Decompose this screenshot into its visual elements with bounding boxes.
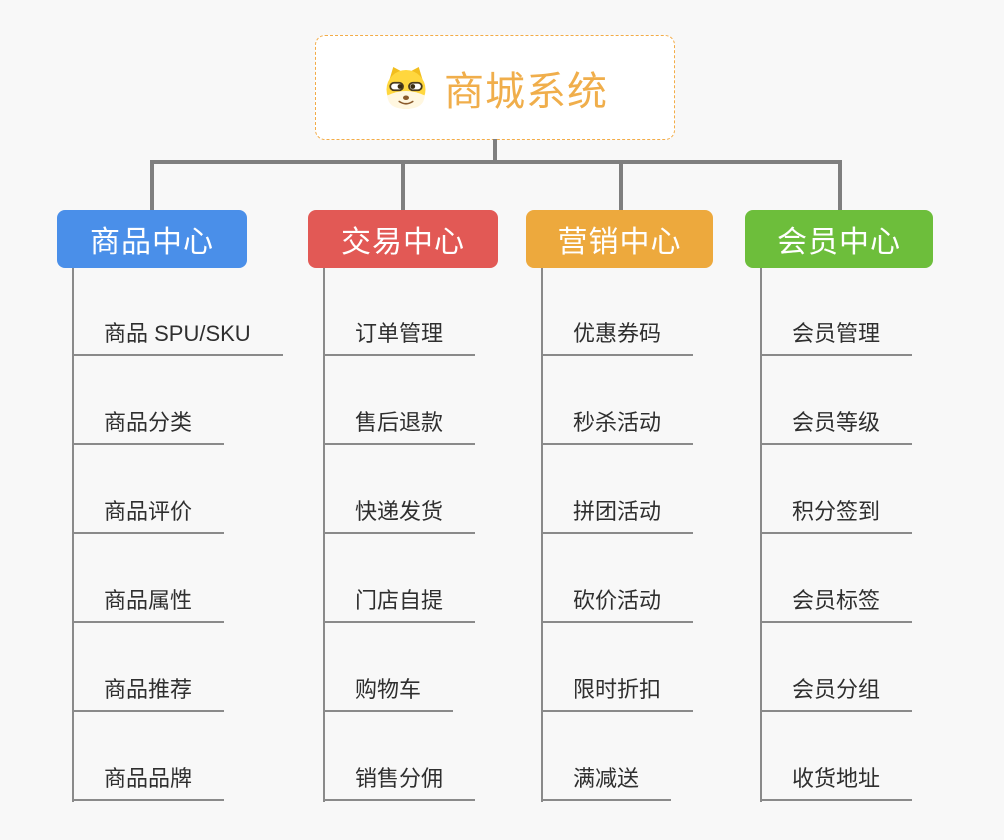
child-node-product-brand[interactable]: 商品品牌 [72, 764, 225, 801]
branch-node-trade-center[interactable]: 交易中心 [308, 210, 498, 268]
child-node-shipping-address[interactable]: 收货地址 [760, 764, 913, 801]
child-node-member-tag[interactable]: 会员标签 [760, 586, 913, 623]
child-node-store-pickup[interactable]: 门店自提 [323, 586, 476, 623]
child-node-product-recommend[interactable]: 商品推荐 [72, 675, 225, 712]
branch-spine-trade [323, 268, 325, 802]
branch-node-marketing-center[interactable]: 营销中心 [526, 210, 713, 268]
child-node-member-management[interactable]: 会员管理 [760, 319, 913, 356]
root-node-title: 商城系统 [444, 69, 608, 114]
child-node-express-delivery[interactable]: 快递发货 [323, 497, 476, 534]
child-node-group-buy[interactable]: 拼团活动 [541, 497, 694, 534]
branch-spine-product [72, 268, 74, 802]
connector-rail [150, 160, 842, 164]
branch-node-member-center[interactable]: 会员中心 [745, 210, 933, 268]
child-node-bargain[interactable]: 砍价活动 [541, 586, 694, 623]
branch-node-product-center[interactable]: 商品中心 [57, 210, 247, 268]
child-node-full-reduction[interactable]: 满减送 [541, 764, 672, 801]
child-node-product-category[interactable]: 商品分类 [72, 408, 225, 445]
child-node-member-level[interactable]: 会员等级 [760, 408, 913, 445]
child-node-order-management[interactable]: 订单管理 [323, 319, 476, 356]
child-node-after-sale-refund[interactable]: 售后退款 [323, 408, 476, 445]
child-node-points-checkin[interactable]: 积分签到 [760, 497, 913, 534]
child-node-coupon-code[interactable]: 优惠券码 [541, 319, 694, 356]
connector-drop-product [150, 162, 154, 210]
root-node[interactable]: 商城系统 [315, 35, 675, 140]
child-node-product-review[interactable]: 商品评价 [72, 497, 225, 534]
connector-drop-trade [401, 162, 405, 210]
branch-spine-member [760, 268, 762, 802]
child-node-member-group[interactable]: 会员分组 [760, 675, 913, 712]
child-node-product-spu-sku[interactable]: 商品 SPU/SKU [72, 319, 283, 356]
child-node-shopping-cart[interactable]: 购物车 [323, 675, 454, 712]
connector-drop-marketing [619, 162, 623, 210]
child-node-flash-sale[interactable]: 秒杀活动 [541, 408, 694, 445]
connector-root-stem [493, 139, 497, 163]
child-node-time-discount[interactable]: 限时折扣 [541, 675, 694, 712]
branch-spine-marketing [541, 268, 543, 802]
child-node-sales-commission[interactable]: 销售分佣 [323, 764, 476, 801]
connector-drop-member [838, 162, 842, 210]
child-node-product-attribute[interactable]: 商品属性 [72, 586, 225, 623]
dog-face-icon [386, 66, 426, 109]
